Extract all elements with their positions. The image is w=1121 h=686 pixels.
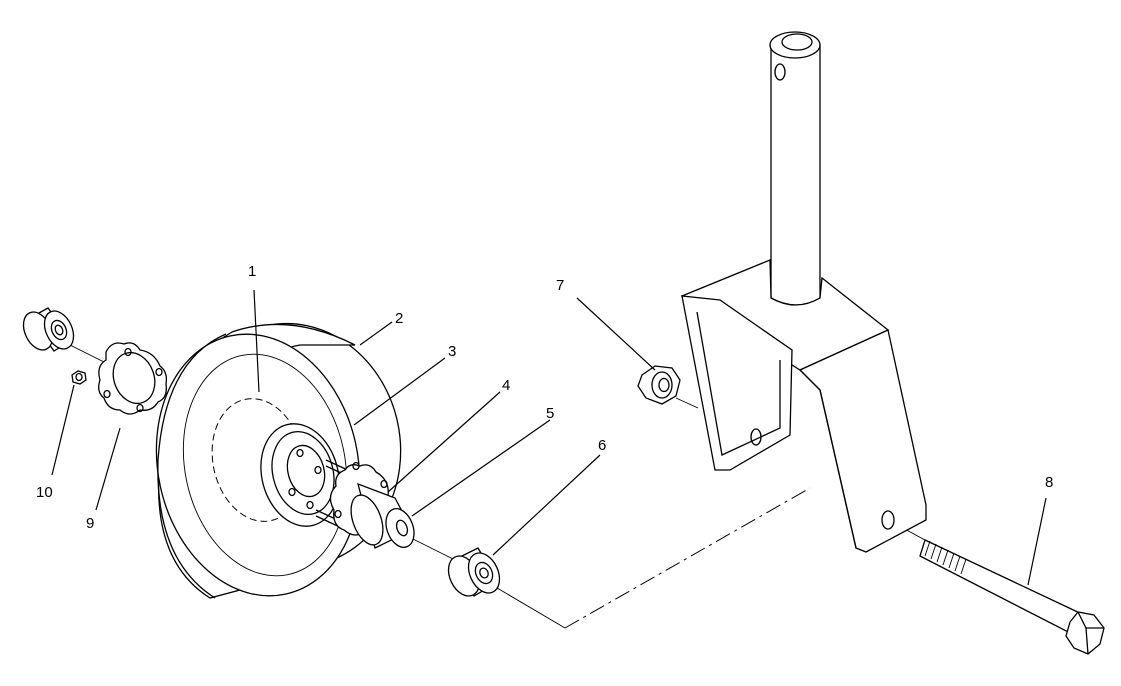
axle-bolt (919, 539, 1105, 655)
callout-1: 1 (248, 263, 256, 280)
callout-7: 7 (556, 277, 564, 294)
callout-labels: 1 2 3 4 5 6 7 8 9 10 (36, 263, 1053, 532)
bearing-left (22, 307, 75, 352)
callout-5: 5 (546, 405, 554, 422)
flange-plate (98, 342, 168, 415)
bearing-right (447, 547, 501, 597)
callout-3: 3 (448, 343, 456, 360)
nut-small (71, 370, 87, 385)
callout-9: 9 (86, 515, 94, 532)
callout-8: 8 (1045, 474, 1053, 491)
callout-4: 4 (502, 377, 510, 394)
leader-lines (51, 289, 1047, 586)
caster-fork (680, 31, 927, 553)
callout-10: 10 (36, 484, 53, 501)
spacer-sleeve (350, 482, 415, 549)
hex-nut (637, 365, 681, 405)
callout-6: 6 (598, 437, 606, 454)
callout-2: 2 (395, 310, 403, 327)
